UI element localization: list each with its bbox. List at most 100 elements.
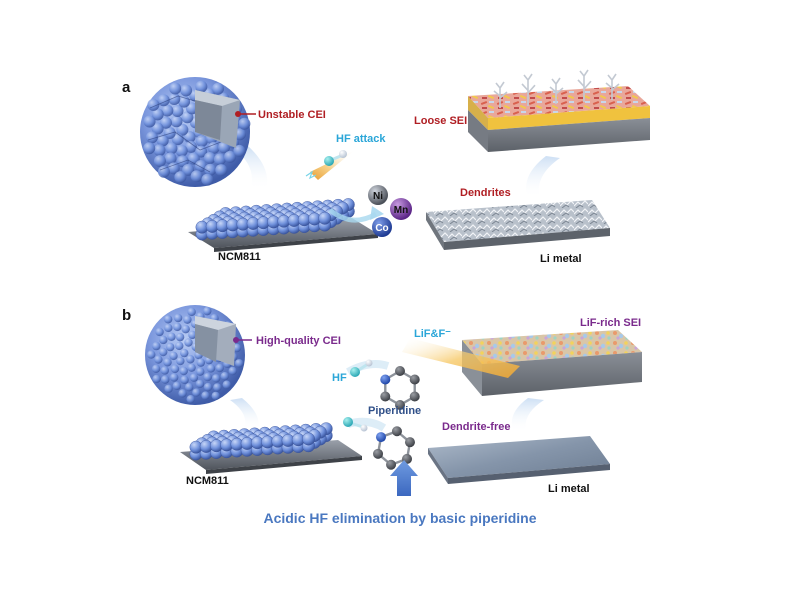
surface-bump: [220, 371, 229, 381]
surface-bump: [206, 364, 216, 373]
lif-sei-top: [462, 330, 642, 364]
surface-bump: [165, 142, 178, 155]
surface-bump: [195, 134, 208, 147]
hydrogen-atom-b1: [365, 359, 373, 367]
surface-bump: [164, 384, 173, 393]
surface-bump: [181, 324, 190, 334]
carbon-atom: [409, 374, 420, 385]
surface-bump: [187, 307, 196, 317]
fluorine-atom-a: [324, 156, 334, 166]
dendrite-tree: [577, 69, 592, 102]
surface-bump: [211, 391, 220, 401]
substrate-a-edge: [214, 234, 378, 252]
surface-bump: [203, 372, 212, 382]
surface-bump: [163, 358, 172, 367]
surface-bump: [164, 323, 173, 333]
hf-attack-label: HF attack: [336, 133, 386, 145]
li-metal-b-top: [428, 436, 610, 478]
surface-bump: [174, 171, 187, 184]
piperidine-label: Piperidine: [368, 405, 421, 417]
surface-bump: [159, 335, 168, 345]
particle-array-b: [189, 422, 333, 461]
cathode-b: [180, 422, 362, 474]
surface-bump: [171, 104, 184, 117]
piperidine-molecule-lower: [373, 426, 415, 470]
surface-bump: [167, 162, 180, 175]
surface-bump: [175, 144, 188, 157]
surface-bump: [187, 363, 196, 372]
surface-bump: [178, 389, 187, 398]
li-metal-b: [428, 436, 610, 484]
carbon-atom: [386, 459, 397, 470]
lif-rich-sei-slab: [402, 330, 642, 396]
surface-bump: [166, 342, 175, 352]
co-ion: [372, 217, 392, 237]
surface-bump: [179, 366, 188, 376]
panel-b: b High-quality CEI NCM811: [122, 305, 642, 526]
surface-bump: [161, 104, 174, 117]
dendrite-tree: [521, 73, 536, 106]
unstable-cei-label: Unstable CEI: [258, 109, 326, 121]
surface-bump: [173, 313, 183, 323]
surface-bump: [188, 330, 197, 340]
dendrite-tree: [549, 77, 564, 104]
surface-bump: [172, 381, 182, 391]
up-arrow: [390, 460, 418, 496]
carbon-atom: [409, 391, 420, 402]
surface-bump: [186, 394, 195, 404]
hf-label-b: HF: [332, 372, 347, 384]
surface-bump: [180, 375, 189, 385]
surface-bump: [183, 315, 192, 324]
spark-a: [305, 170, 317, 180]
loose-sei-yellow-layer: [488, 106, 650, 130]
surface-bump: [169, 351, 178, 361]
ncm811-label-a: NCM811: [218, 251, 261, 263]
surface-bump: [238, 117, 251, 130]
surface-bump: [235, 359, 244, 368]
surface-bump: [175, 332, 185, 342]
cathode-a: [188, 198, 378, 252]
surface-bump: [233, 144, 246, 157]
carbon-atom: [395, 400, 405, 410]
surface-bump: [181, 111, 194, 124]
hf-attack-a: [305, 150, 355, 180]
carbon-atom: [404, 437, 415, 448]
hydrogen-atom-a: [339, 150, 347, 158]
surface-bump: [204, 163, 217, 176]
nitrogen-atom: [375, 432, 386, 443]
loose-sei-label: Loose SEI: [414, 115, 467, 127]
particle-zoom-b: [145, 305, 252, 405]
surface-bump: [152, 341, 161, 351]
surface-bump: [155, 327, 164, 337]
surface-bump: [167, 332, 176, 341]
surface-bump: [152, 374, 161, 384]
ni-ion: [368, 185, 388, 205]
zoom-swoosh-a2: [526, 156, 560, 198]
surface-bump: [180, 84, 193, 97]
fluorine-atom-b2: [343, 417, 353, 427]
surface-bump: [151, 364, 161, 373]
surface-bump: [203, 151, 216, 164]
surface-bump: [175, 341, 184, 351]
zoom-swoosh-a: [234, 146, 268, 190]
dendrite-tree: [493, 81, 508, 108]
panel-b-letter: b: [122, 307, 131, 324]
surface-bump: [184, 338, 193, 347]
surface-bump: [211, 82, 224, 95]
surface-bump: [213, 153, 226, 166]
particle-zoom-a: [140, 77, 256, 187]
surface-bump: [215, 363, 224, 373]
zoom-swoosh-b: [230, 398, 259, 430]
surface-bump: [145, 131, 158, 144]
surface-bump: [190, 170, 203, 183]
surface-bump: [153, 154, 166, 167]
carbon-atom: [373, 448, 384, 459]
fluorine-atom-b1: [350, 367, 360, 377]
hydrogen-atom-b2: [360, 424, 368, 432]
piperidine-molecule-upper: [380, 366, 420, 410]
surface-bump: [147, 350, 156, 359]
surface-bump: [189, 373, 199, 382]
dendrites-label: Dendrites: [460, 187, 511, 199]
surface-bump: [173, 322, 182, 332]
lif-label: LiF&F⁻: [414, 328, 451, 340]
